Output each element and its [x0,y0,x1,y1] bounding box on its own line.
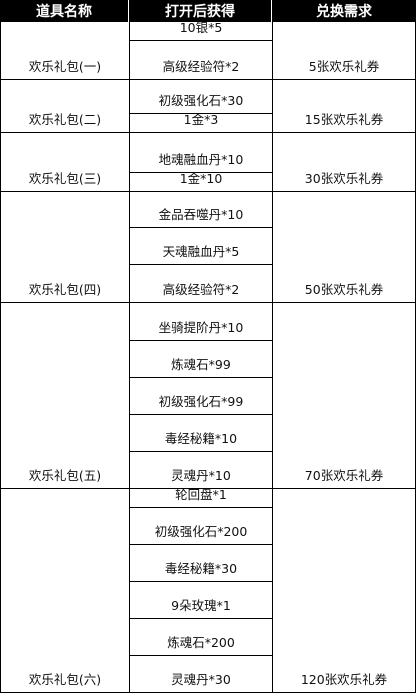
reward-item: 1金*10 [129,171,272,192]
exchange-requirement: 50张欢乐礼券 [272,192,416,303]
reward-item: 坐骑提阶丹*10 [129,303,272,341]
reward-item: 初级强化石*99 [129,378,272,415]
reward-item: 炼魂石*200 [129,619,272,656]
header-obtained: 打开后获得 [129,0,272,22]
package-name: 欢乐礼包(一) [0,22,129,80]
reward-item: 毒经秘籍*10 [129,415,272,452]
header-item-name: 道具名称 [0,0,129,22]
package-name: 欢乐礼包(二) [0,80,129,133]
reward-item: 地魂融血丹*10 [129,133,272,173]
package-name: 欢乐礼包(四) [0,192,129,303]
package-name: 欢乐礼包(五) [0,303,129,489]
reward-item: 灵魂丹*10 [129,452,272,489]
package-name: 欢乐礼包(三) [0,133,129,192]
package-name: 欢乐礼包(六) [0,489,129,693]
reward-item: 高级经验符*2 [129,265,272,303]
reward-item: 初级强化石*30 [129,80,272,114]
reward-item: 灵魂丹*30 [129,656,272,693]
reward-item: 10银*5 [129,20,272,41]
reward-item: 初级强化石*200 [129,508,272,545]
reward-item: 炼魂石*99 [129,341,272,378]
reward-item: 金品吞噬丹*10 [129,192,272,228]
reward-item: 9朵玫瑰*1 [129,582,272,619]
exchange-requirement: 70张欢乐礼券 [272,303,416,489]
exchange-requirement: 30张欢乐礼券 [272,133,416,192]
exchange-requirement: 15张欢乐礼券 [272,80,416,133]
reward-item: 高级经验符*2 [129,41,272,80]
reward-item: 天魂融血丹*5 [129,228,272,265]
header-requirement: 兑换需求 [272,0,416,22]
exchange-requirement: 5张欢乐礼券 [272,22,416,80]
reward-item: 轮回盘*1 [129,487,272,508]
exchange-requirement: 120张欢乐礼券 [272,489,416,693]
reward-item: 毒经秘籍*30 [129,545,272,582]
reward-item: 1金*3 [129,112,272,133]
